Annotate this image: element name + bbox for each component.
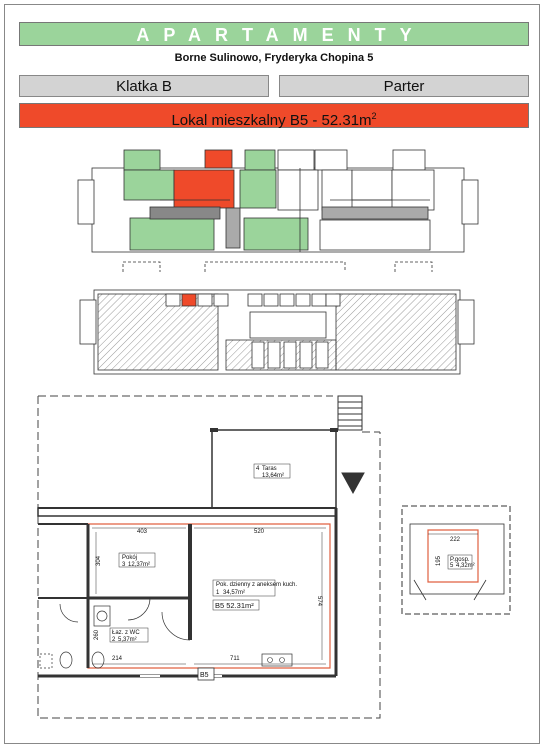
storage-num: 5 <box>450 563 454 569</box>
key-plan-basement <box>79 261 475 375</box>
dim-711: 711 <box>230 656 240 662</box>
unit-total: B5 52.31m² <box>215 601 254 610</box>
dim-403: 403 <box>137 529 148 535</box>
unit-banner: Lokal mieszkalny B5 - 52.31m2 <box>19 103 529 129</box>
apartment-plan <box>37 395 381 719</box>
key-plan-ground <box>77 149 479 253</box>
plan-labels: 4 Taras 13,64m² Pokój 3 12,37m² Pok. dzi… <box>94 466 475 679</box>
title-banner: APARTAMENTY <box>19 22 529 46</box>
storage-label: P.gosp. <box>450 557 470 563</box>
room1-area: 34,57m² <box>223 590 245 596</box>
dim-304: 304 <box>96 555 102 566</box>
dim-574: 574 <box>316 596 322 607</box>
room3-label: Łaz. z WC <box>112 630 140 636</box>
storage-dim-side: 195 <box>436 555 442 566</box>
unit-tag: B5 <box>200 672 209 679</box>
dim-520: 520 <box>254 529 265 535</box>
staircase-box: Klatka B <box>19 75 269 97</box>
unit-title-sup: 2 <box>371 111 377 121</box>
floor-box: Parter <box>279 75 529 97</box>
staircase-label: Klatka B <box>116 78 172 95</box>
room2-num: 3 <box>122 562 126 568</box>
room3-area: 5,37m² <box>118 637 137 643</box>
address-line: Borne Sulinowo, Fryderyka Chopina 5 <box>174 52 374 64</box>
unit-title: Lokal mieszkalny B5 - 52.31m <box>171 112 372 129</box>
dim-260: 260 <box>94 629 100 640</box>
storage-area: 4,32m² <box>456 563 475 569</box>
storage-dim-top: 222 <box>450 537 461 543</box>
floor-label: Parter <box>383 78 425 95</box>
dim-214: 214 <box>112 656 123 662</box>
room2-label: Pokój <box>122 555 137 561</box>
terrace-area: 13,64m² <box>262 473 284 479</box>
storage-plan <box>401 505 511 615</box>
room3-num: 2 <box>112 637 116 643</box>
room1-num: 1 <box>216 590 220 596</box>
room1-label: Pok. dzienny z aneksem kuch. <box>216 582 297 588</box>
page-title: APARTAMENTY <box>136 25 426 45</box>
terrace-num: 4 <box>256 466 260 472</box>
room2-area: 12,37m² <box>128 562 150 568</box>
terrace-label: Taras <box>262 466 277 472</box>
